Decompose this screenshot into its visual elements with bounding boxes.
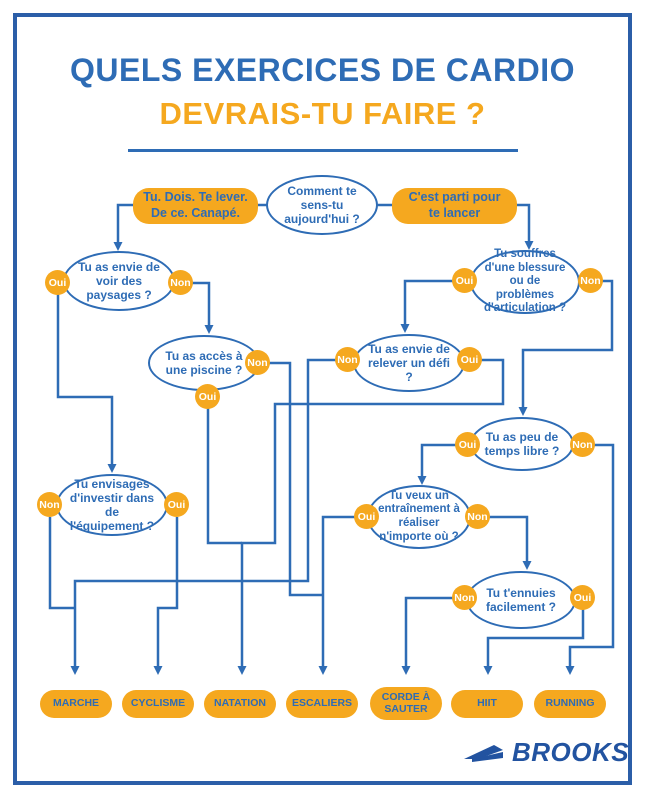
question-temps-libre: Tu as peu de temps libre ? [470, 417, 574, 471]
badge-oui: Oui [457, 347, 482, 372]
result-pill-escaliers: ESCALIERS [286, 690, 358, 718]
page-title-line1: QUELS EXERCICES DE CARDIO [69, 52, 575, 88]
result-pill-hiit: HIIT [451, 690, 523, 718]
question-entrainement: Tu veux un entraînement à réaliser n'imp… [367, 485, 471, 549]
brooks-chevron-icon [464, 744, 503, 762]
badge-non: Non [452, 585, 477, 610]
branch-label-line: te lancer [428, 206, 481, 220]
badge-oui: Oui [452, 268, 477, 293]
badge-oui: Oui [570, 585, 595, 610]
badge-oui: Oui [164, 492, 189, 517]
question-blessure: Tu souffres d'une blessure ou de problèm… [470, 248, 580, 315]
branch-label-couch: Tu. Dois. Te lever. De ce. Canapé. [133, 188, 258, 224]
badge-non: Non [465, 504, 490, 529]
badge-non: Non [245, 350, 270, 375]
question-root: Comment te sens-tu aujourd'hui ? [266, 175, 378, 235]
question-ennui: Tu t'ennuies facilement ? [466, 571, 576, 629]
question-equipement: Tu envisages d'investir dans de l'équipe… [56, 474, 168, 536]
question-text: Tu as peu de temps libre ? [484, 429, 560, 458]
badge-oui: Oui [195, 384, 220, 409]
title-divider [128, 149, 518, 152]
question-text: Tu veux un entraînement à réaliser n'imp… [378, 489, 460, 543]
result-pill-cyclisme: CYCLISME [122, 690, 194, 718]
page-title-line2: DEVRAIS-TU FAIRE ? [159, 96, 486, 131]
result-pill-corde-a-sauter: CORDE À SAUTER [370, 687, 442, 720]
badge-oui: Oui [354, 504, 379, 529]
branch-label-line: Tu. Dois. Te lever. [143, 190, 248, 205]
brooks-wordmark: BROOKS [512, 737, 630, 767]
question-piscine: Tu as accès à une piscine ? [148, 335, 260, 391]
result-pill-marche: MARCHE [40, 690, 112, 718]
badge-non: Non [335, 347, 360, 372]
badge-non: Non [168, 270, 193, 295]
question-text: Tu envisages d'investir dans de l'équipe… [69, 476, 155, 534]
branch-label-line: De ce. Canapé. [151, 206, 240, 220]
result-pill-running: RUNNING [534, 690, 606, 718]
branch-label-go: C'est parti pour te lancer [392, 188, 517, 224]
question-defi: Tu as envie de relever un défi ? [353, 334, 465, 392]
badge-non: Non [570, 432, 595, 457]
badge-non: Non [37, 492, 62, 517]
question-text: Tu as accès à une piscine ? [165, 348, 243, 377]
question-text: Tu souffres d'une blessure ou de problèm… [484, 248, 566, 315]
question-text: Tu t'ennuies facilement ? [485, 585, 557, 614]
badge-oui: Oui [45, 270, 70, 295]
branch-label-line: C'est parti pour [408, 190, 501, 205]
badge-oui: Oui [455, 432, 480, 457]
result-pill-natation: NATATION [204, 690, 276, 718]
question-paysages: Tu as envie de voir des paysages ? [63, 251, 175, 311]
question-text: Tu as envie de voir des paysages ? [78, 259, 160, 303]
brooks-logo: BROOKS [462, 737, 629, 768]
badge-non: Non [578, 268, 603, 293]
question-text: Comment te sens-tu aujourd'hui ? [284, 183, 360, 227]
question-text: Tu as envie de relever un défi ? [367, 341, 451, 385]
